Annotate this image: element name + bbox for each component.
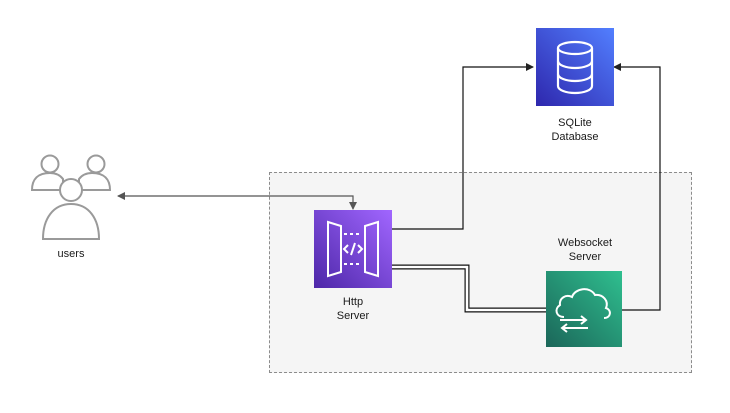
users-node[interactable] — [26, 152, 116, 242]
users-icon — [30, 154, 112, 240]
edge-http-database — [392, 63, 534, 230]
websocket-server-node[interactable] — [546, 271, 622, 347]
edge-users-http — [117, 192, 357, 210]
users-label: users — [57, 248, 85, 260]
edge-http-websocket — [392, 264, 546, 313]
websocket-server-label: Websocket Server — [557, 237, 613, 263]
database-node[interactable] — [536, 28, 614, 106]
http-server-label: Http Server — [336, 296, 370, 322]
database-icon — [536, 28, 614, 106]
api-gateway-icon — [314, 210, 392, 288]
edge-websocket-database — [613, 63, 661, 311]
database-label: SQLite Database — [551, 117, 599, 143]
http-server-node[interactable] — [314, 210, 392, 288]
cloud-exchange-icon — [546, 271, 622, 347]
